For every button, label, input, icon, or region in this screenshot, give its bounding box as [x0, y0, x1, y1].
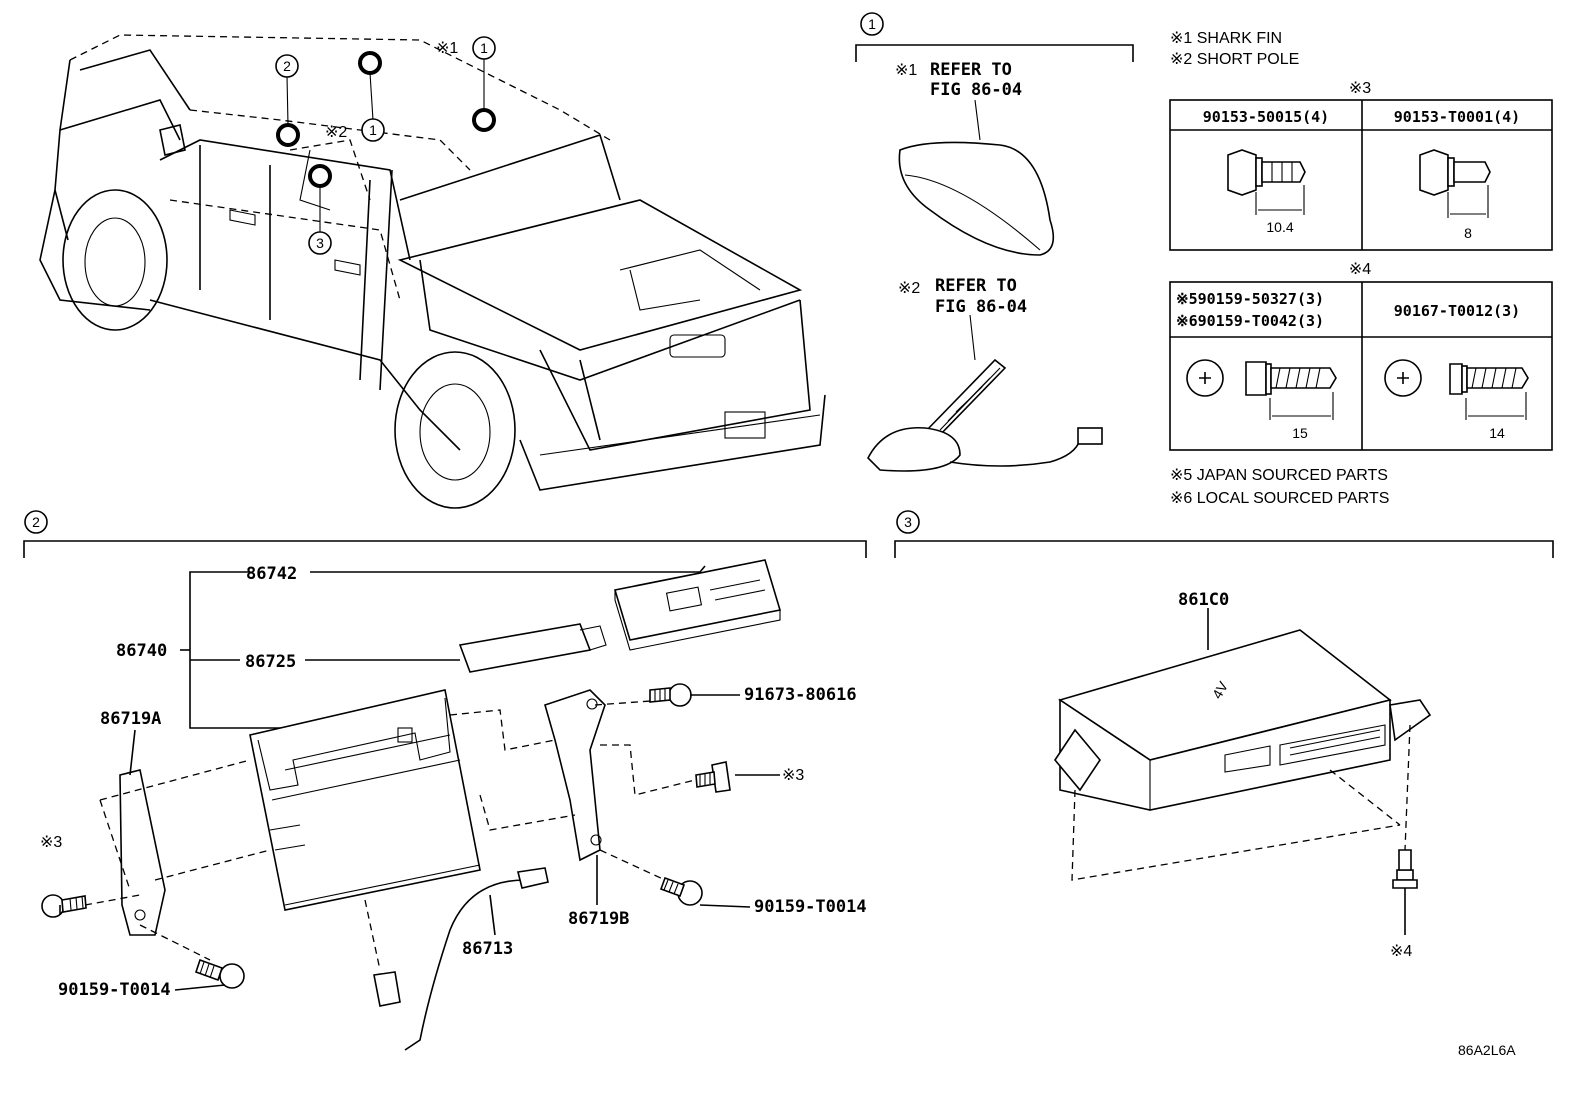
table4-part-1a: ※590159-50327(3) — [1176, 290, 1324, 308]
label-86725: 86725 — [245, 652, 296, 672]
section1-bracket — [855, 12, 1134, 62]
table4-part-1b: ※690159-T0042(3) — [1176, 312, 1324, 330]
section3-bracket — [894, 510, 1554, 558]
module-861C0: 4V — [1054, 608, 1432, 935]
legend-short-pole: ※2 SHORT POLE — [1170, 51, 1299, 68]
section3-callout: 3 — [904, 514, 912, 530]
label-86713: 86713 — [462, 939, 513, 959]
section2-bracket — [23, 510, 867, 558]
legend-local-sourced: ※6 LOCAL SOURCED PARTS — [1170, 490, 1389, 507]
table3-dim-2: 8 — [1464, 225, 1472, 241]
table4-title: ※4 — [1349, 261, 1371, 278]
table4-dim-1: 15 — [1292, 425, 1308, 441]
table3-part-2: 90153-T0001(4) — [1394, 108, 1520, 126]
label-90159-T0014-right: 90159-T0014 — [754, 897, 867, 917]
overview-callout-1-upper: 1 — [480, 40, 488, 56]
svg-text:4V: 4V — [1209, 678, 1232, 701]
short-pole-antenna — [867, 314, 1103, 472]
shark-fin-antenna — [898, 99, 1055, 256]
section2-parts — [41, 559, 782, 1051]
label-star3-left: ※3 — [40, 834, 62, 851]
label-star3-right: ※3 — [782, 767, 804, 784]
vehicle-overview — [39, 34, 826, 509]
label-86719B: 86719B — [568, 909, 629, 929]
table3-part-1: 90153-50015(4) — [1203, 108, 1329, 126]
sharkfin-fig-ref: FIG 86-04 — [930, 80, 1022, 100]
table3-title: ※3 — [1349, 80, 1371, 97]
label-86742: 86742 — [246, 564, 297, 584]
label-86719A: 86719A — [100, 709, 161, 729]
overview-note-1: ※1 — [436, 40, 458, 57]
overview-note-2: ※2 — [325, 124, 347, 141]
section1-callout: 1 — [868, 16, 876, 32]
figure-code: 86A2L6A — [1458, 1042, 1516, 1058]
table3-dim-1: 10.4 — [1266, 219, 1293, 235]
overview-callout-3: 3 — [316, 235, 324, 251]
label-91673-80616: 91673-80616 — [744, 685, 857, 705]
pole-refer-mark: ※2 — [898, 280, 920, 297]
overview-callout-1-lower: 1 — [369, 122, 377, 138]
sharkfin-refer-text: REFER TO — [930, 60, 1012, 80]
legend-shark-fin: ※1 SHARK FIN — [1170, 30, 1282, 47]
label-star4: ※4 — [1390, 943, 1412, 960]
sharkfin-refer-mark: ※1 — [895, 62, 917, 79]
table4 — [1169, 281, 1553, 451]
pole-fig-ref: FIG 86-04 — [935, 297, 1027, 317]
label-861C0: 861C0 — [1178, 590, 1229, 610]
table4-dim-2: 14 — [1489, 425, 1505, 441]
table3 — [1169, 99, 1553, 251]
label-90159-T0014-left: 90159-T0014 — [58, 980, 171, 1000]
overview-callout-2: 2 — [283, 58, 291, 74]
section2-callout: 2 — [32, 514, 40, 530]
table4-part-2: 90167-T0012(3) — [1394, 302, 1520, 320]
label-86740: 86740 — [116, 641, 167, 661]
pole-refer-text: REFER TO — [935, 276, 1017, 296]
legend-japan-sourced: ※5 JAPAN SOURCED PARTS — [1170, 467, 1388, 484]
